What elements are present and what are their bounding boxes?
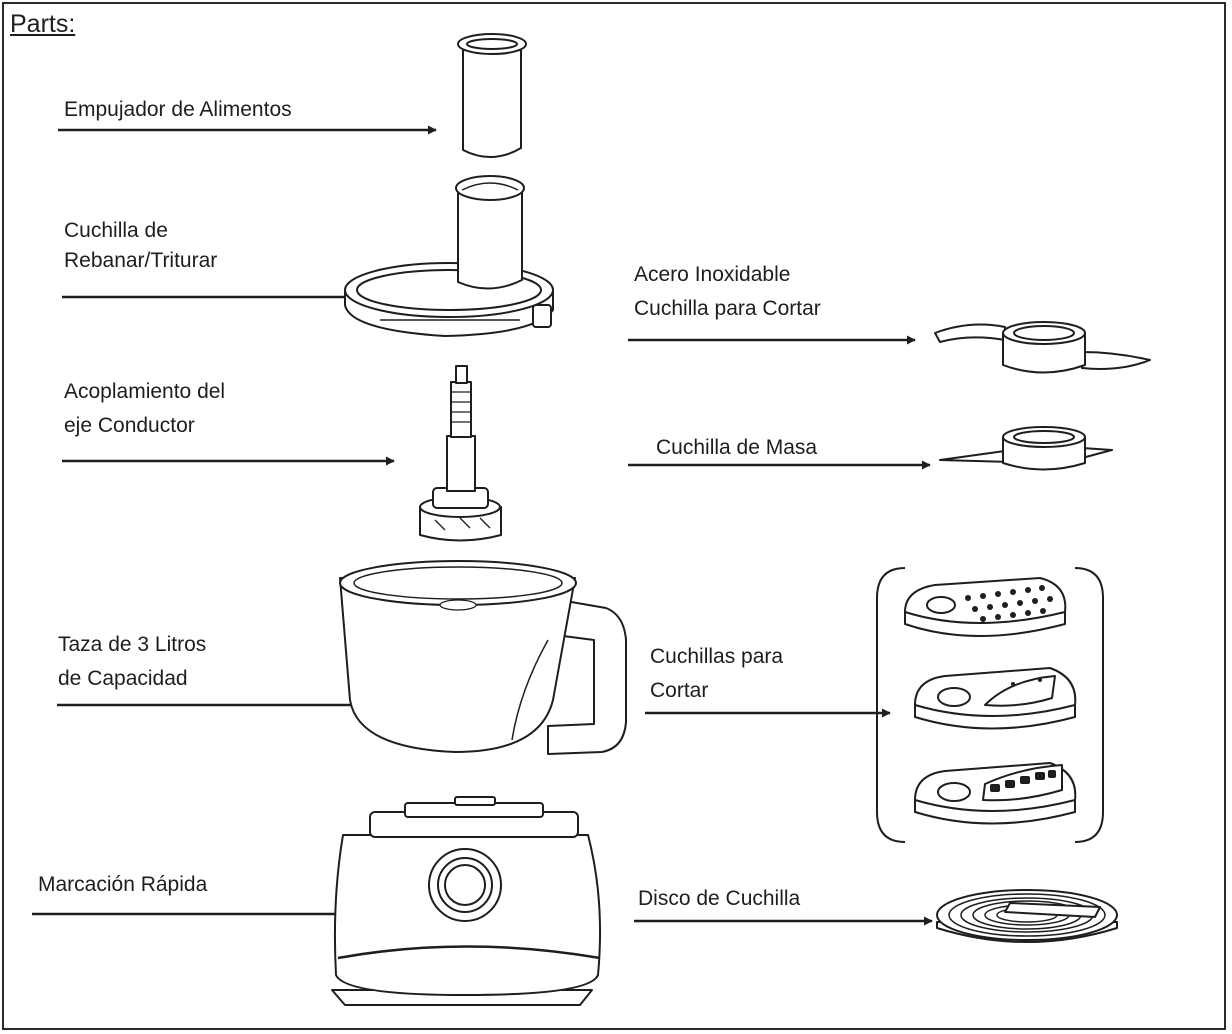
food-pusher-illustration	[457, 33, 527, 158]
label-cutting-blades-line2: Cortar	[650, 679, 709, 702]
label-food-pusher: Empujador de Alimentos	[64, 98, 292, 121]
blade-disc-illustration	[936, 889, 1118, 943]
label-dough-blade: Cuchilla de Masa	[656, 436, 818, 459]
label-bowl-line2: de Capacidad	[58, 667, 188, 690]
label-arrows	[32, 125, 933, 926]
label-drive-shaft-line1: Acoplamiento del	[64, 380, 226, 403]
label-steel-blade-line1: Acero Inoxidable	[634, 263, 791, 286]
dough-blade-illustration	[939, 426, 1113, 471]
parts-title: Parts:	[10, 10, 76, 38]
label-cutting-blades-line1: Cuchillas para	[650, 645, 784, 668]
steel-blade-illustration	[934, 321, 1151, 374]
drive-shaft-illustration	[419, 365, 502, 542]
label-quick-dial: Marcación Rápida	[38, 873, 208, 896]
bowl-illustration	[339, 560, 627, 755]
slicing-disc-illustration	[914, 667, 1077, 730]
label-slicing-blade-line1: Cuchilla de	[64, 219, 168, 242]
label-drive-shaft-line2: eje Conductor	[64, 414, 195, 437]
shredding-disc-illustration	[914, 762, 1077, 825]
grating-disc-illustration	[904, 577, 1067, 637]
label-steel-blade-line2: Cuchilla para Cortar	[634, 297, 821, 320]
cutting-discs-bracket	[876, 567, 1104, 843]
motor-base-illustration	[331, 796, 602, 1006]
lid-illustration	[344, 175, 554, 337]
label-blade-disc: Disco de Cuchilla	[638, 887, 801, 910]
label-bowl-line1: Taza de 3 Litros	[58, 633, 207, 656]
label-slicing-blade-line2: Rebanar/Triturar	[64, 249, 218, 272]
